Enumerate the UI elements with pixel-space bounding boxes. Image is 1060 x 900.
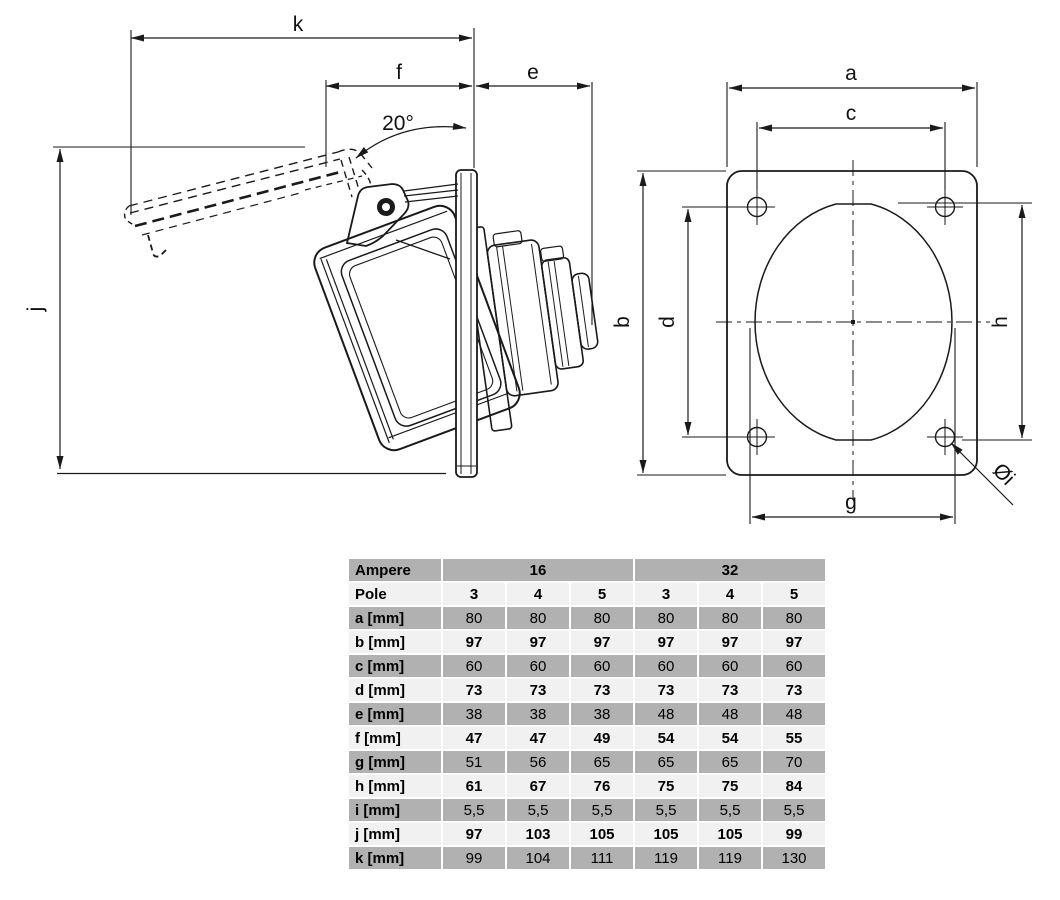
dim-label-angle: 20°: [382, 112, 414, 135]
front-view-drawing: a c b d h g Øi: [611, 62, 1032, 524]
ampere-32-header: 32: [635, 559, 825, 581]
dim-label-f: f: [396, 61, 402, 84]
front-view-dimensions: [637, 82, 1032, 524]
hinge-bracket: [345, 183, 459, 260]
dim-label-g: g: [845, 491, 857, 514]
dim-label-d: d: [656, 316, 679, 328]
table-row-j: j [mm] 97 103 105 105 105 99: [349, 823, 825, 845]
side-view-drawing: k f e 20° j: [24, 13, 599, 478]
row-label: Ampere: [349, 559, 441, 581]
dimension-drawings: k f e 20° j: [24, 13, 1032, 524]
table-row-b: b [mm] 97 97 97 97 97 97: [349, 631, 825, 653]
center-mark: [851, 320, 855, 324]
table-row-c: c [mm] 60 60 60 60 60 60: [349, 655, 825, 677]
mounting-plate-side: [455, 169, 478, 478]
centerlines: [716, 160, 990, 500]
screw-holes: [739, 189, 963, 455]
dim-label-b: b: [611, 316, 634, 328]
table-row-f: f [mm] 47 47 49 54 54 55: [349, 727, 825, 749]
dimension-table: Ampere 16 32 Pole 3 4 5 3 4 5 a [mm] 80 …: [347, 557, 827, 871]
open-lid-dashed: [123, 148, 373, 258]
dim-label-a: a: [845, 62, 857, 85]
table-row-ampere: Ampere 16 32: [349, 559, 825, 581]
row-label: Pole: [349, 583, 441, 605]
table-row-h: h [mm] 61 67 76 75 75 84: [349, 775, 825, 797]
table-row-e: e [mm] 38 38 38 48 48 48: [349, 703, 825, 725]
dim-label-h: h: [989, 316, 1012, 328]
dim-label-c: c: [846, 102, 857, 125]
side-view-dimensions: [53, 28, 593, 470]
ampere-16-header: 16: [443, 559, 633, 581]
dim-label-k: k: [293, 13, 304, 36]
table-row-g: g [mm] 51 56 65 65 65 70: [349, 751, 825, 773]
table-row-a: a [mm] 80 80 80 80 80 80: [349, 607, 825, 629]
table-row-d: d [mm] 73 73 73 73 73 73: [349, 679, 825, 701]
table-row-i: i [mm] 5,5 5,5 5,5 5,5 5,5 5,5: [349, 799, 825, 821]
table-row-pole: Pole 3 4 5 3 4 5: [349, 583, 825, 605]
dim-label-e: e: [527, 61, 539, 84]
table-row-k: k [mm] 99 104 111 119 119 130: [349, 847, 825, 869]
dim-label-j: j: [24, 307, 47, 313]
socket-opening: [754, 203, 953, 441]
mounting-plate-front: [726, 170, 978, 476]
